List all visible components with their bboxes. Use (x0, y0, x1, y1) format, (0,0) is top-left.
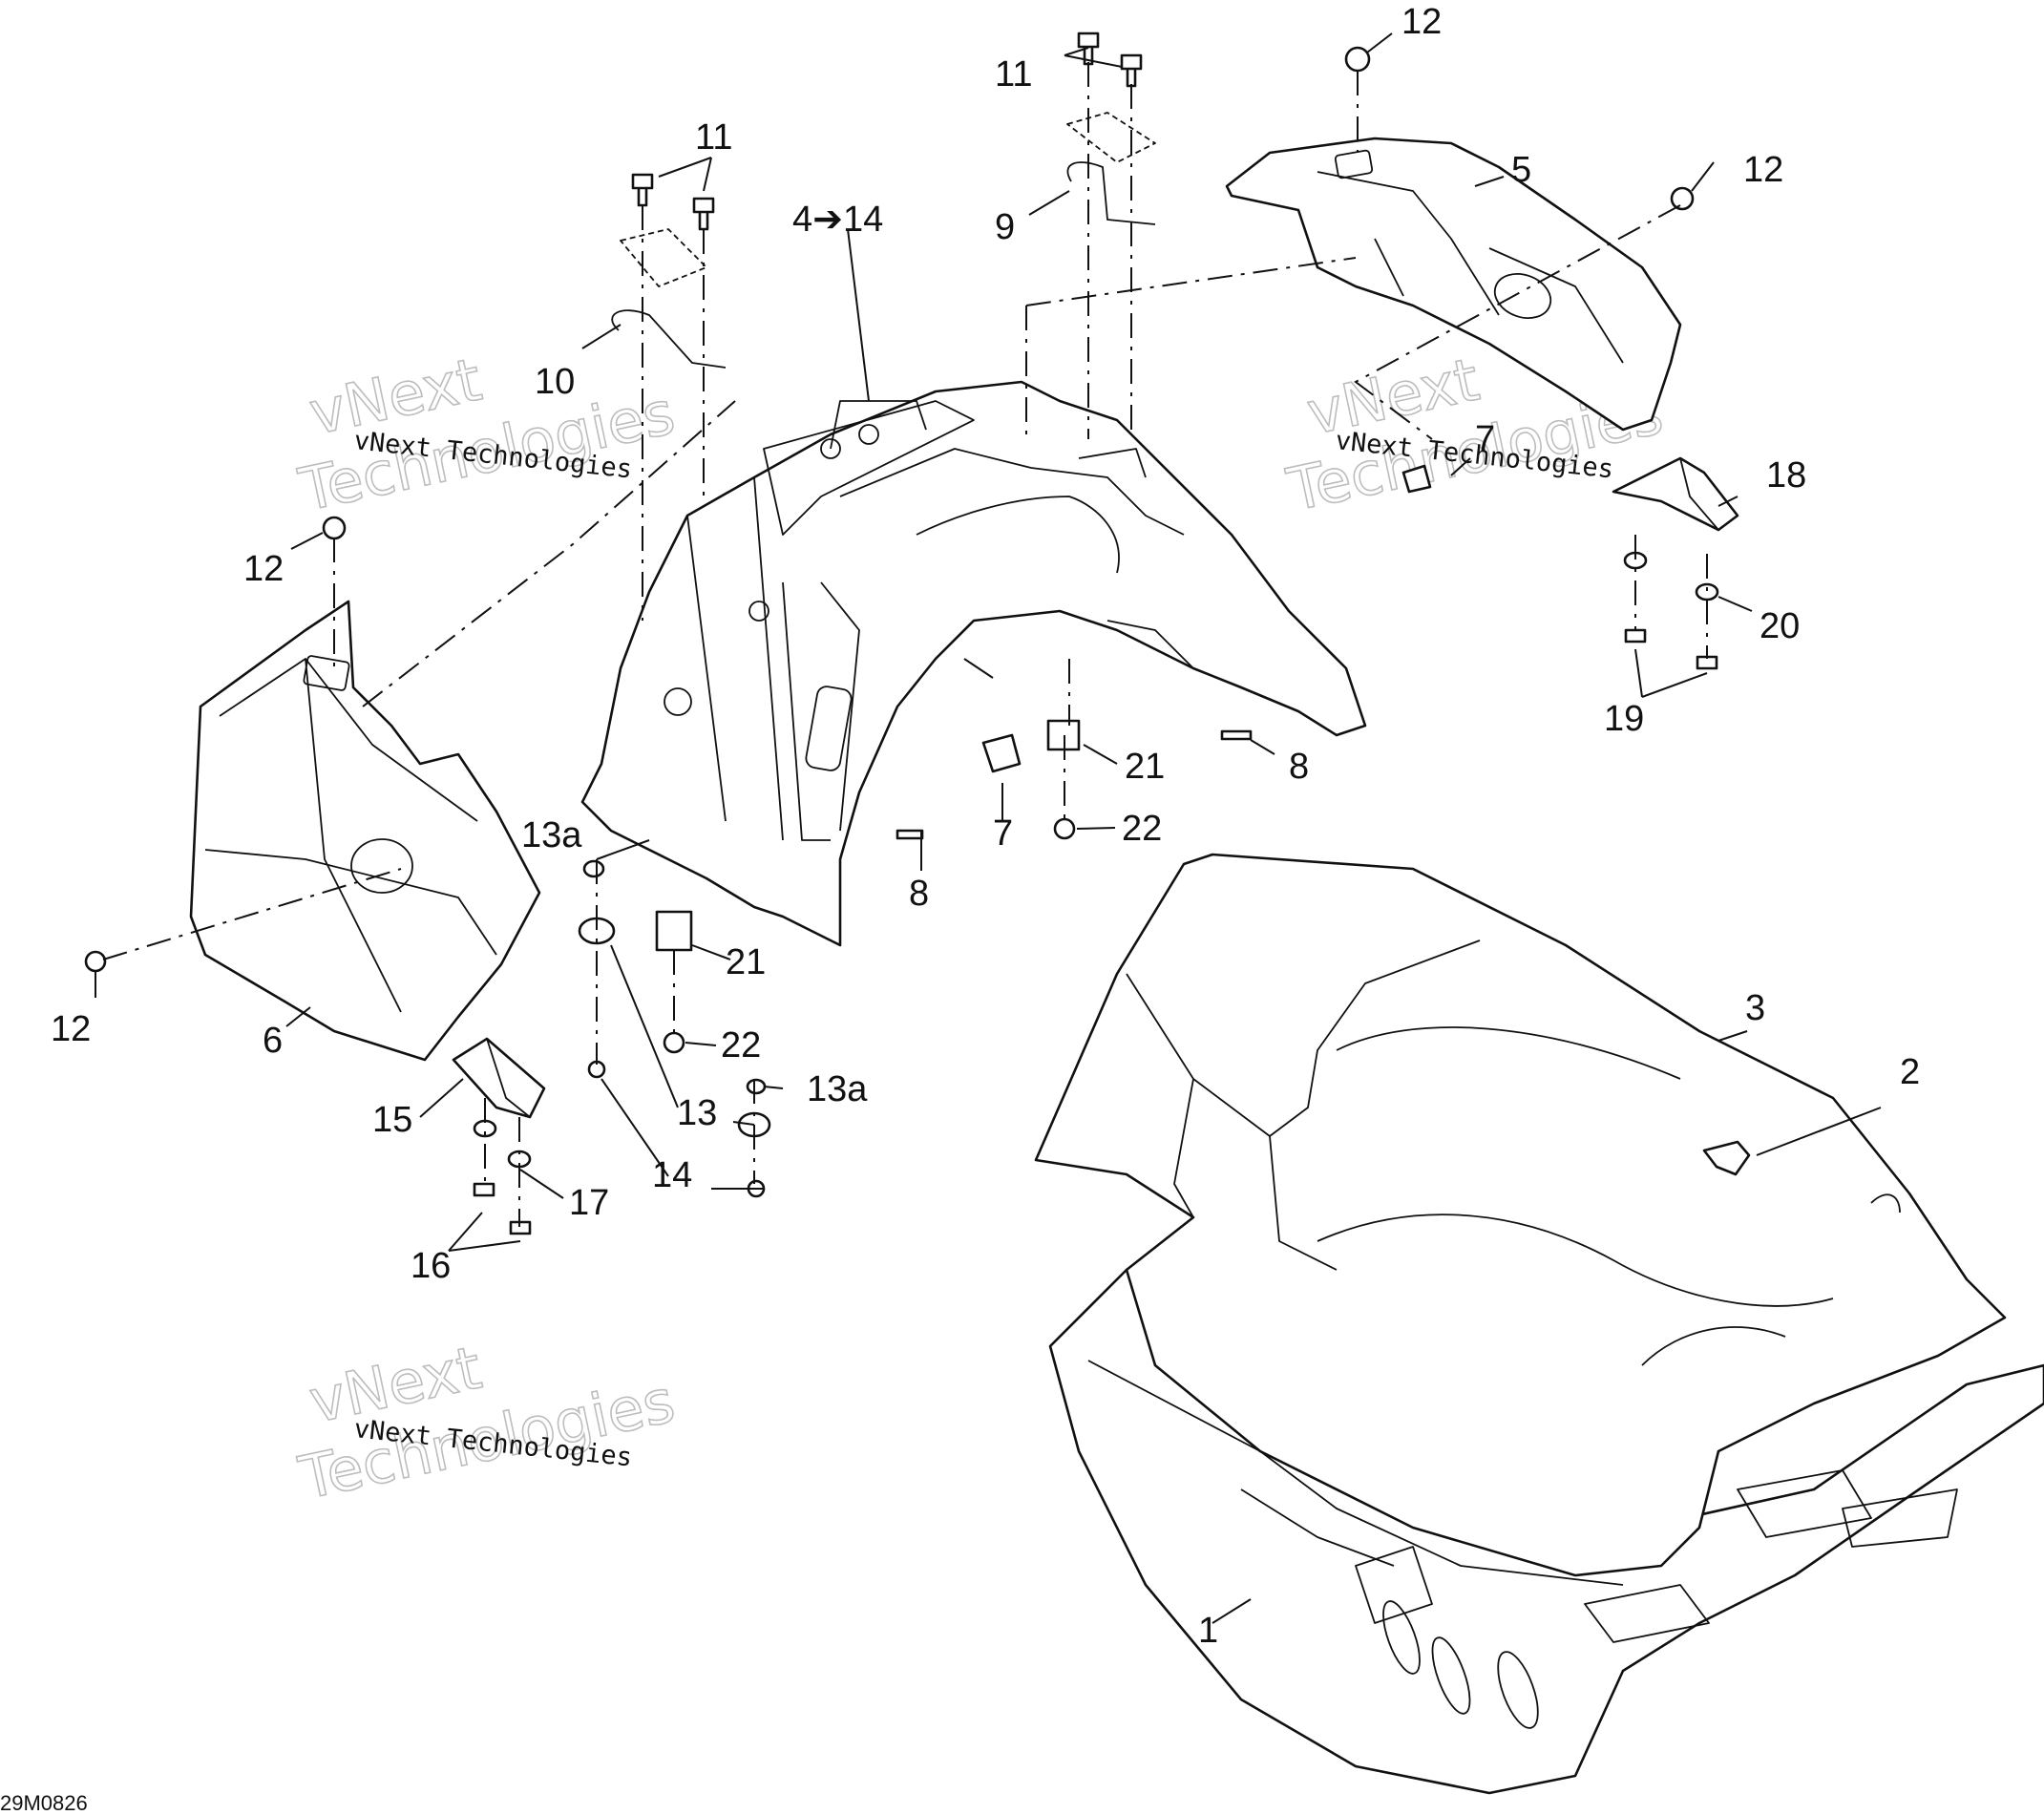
callout-3: 3 (1745, 988, 1765, 1028)
callout-13a-top: 13a (521, 815, 582, 855)
callout-15: 15 (372, 1100, 412, 1140)
seat-part-3 (1034, 853, 2007, 1577)
bracket-part-18 (1612, 456, 1739, 532)
callout-19: 19 (1604, 699, 1644, 739)
callout-20: 20 (1760, 606, 1800, 646)
watermark-bottom-left: vNext Technologies vNext Technologies (292, 1332, 681, 1514)
callout-12-top: 12 (1401, 2, 1442, 42)
callout-10: 10 (535, 362, 575, 402)
callout-7-top: 7 (1475, 419, 1495, 459)
callout-13a-bottom: 13a (807, 1069, 868, 1109)
callout-12-left: 12 (243, 549, 284, 589)
diagram-code: 29M0826 (0, 1791, 88, 1815)
callout-1: 1 (1198, 1611, 1218, 1651)
callout-8-right: 8 (1289, 747, 1309, 787)
callout-5: 5 (1511, 150, 1531, 190)
bracket-part-15 (452, 1037, 546, 1119)
assembly-lines (102, 62, 1708, 1227)
callout-21-right: 21 (1125, 747, 1165, 787)
side-panel-part-5 (1225, 137, 1682, 432)
leader-lines (95, 32, 1882, 1624)
callout-7-bottom: 7 (993, 813, 1013, 854)
callout-17: 17 (569, 1183, 609, 1223)
callout-14: 14 (652, 1155, 692, 1195)
callout-22-left: 22 (721, 1025, 761, 1066)
callout-12-right: 12 (1743, 150, 1783, 190)
callout-21-left: 21 (726, 942, 766, 982)
callout-18: 18 (1766, 455, 1806, 496)
callout-9: 9 (995, 207, 1015, 247)
emblem-part-2 (1702, 1140, 1751, 1176)
callout-11-right: 11 (995, 54, 1032, 95)
callout-labels: 1 2 3 4➔14 5 6 7 7 8 8 9 10 11 11 12 12 … (51, 2, 1920, 1651)
callout-16: 16 (411, 1246, 451, 1286)
rear-fender-part-4 (580, 380, 1367, 947)
callout-13: 13 (677, 1093, 717, 1133)
callout-6: 6 (263, 1021, 283, 1061)
callout-4-to-14: 4➔14 (792, 200, 883, 240)
callout-12-bottom: 12 (51, 1009, 91, 1049)
callout-8-left: 8 (909, 874, 929, 914)
callout-2: 2 (1900, 1052, 1920, 1092)
watermark-top-left: vNext Technologies vNext Technologies (292, 344, 681, 526)
callout-11-left: 11 (695, 117, 732, 158)
callout-22-right: 22 (1122, 809, 1162, 849)
side-panel-part-6 (189, 600, 541, 1062)
